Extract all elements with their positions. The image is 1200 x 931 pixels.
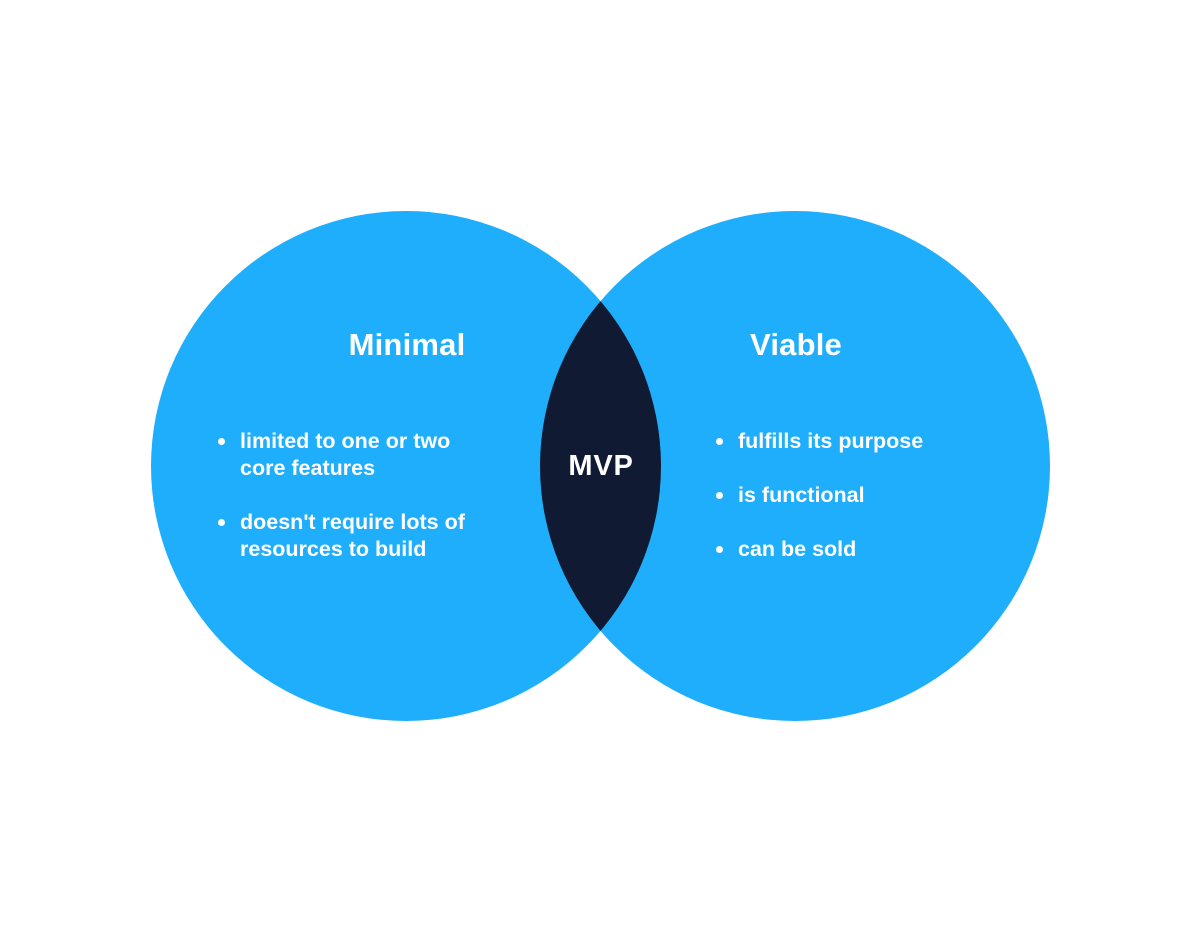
list-item: fulfills its purpose xyxy=(716,428,1006,455)
list-item-text: doesn't require lots of resources to bui… xyxy=(240,510,465,561)
bullet-dot-icon xyxy=(716,438,723,445)
list-item: limited to one or two core features xyxy=(218,428,488,482)
bullet-dot-icon xyxy=(218,438,225,445)
list-item-text: can be sold xyxy=(738,537,857,561)
list-item-text: limited to one or two core features xyxy=(240,429,451,480)
right-bullet-list: fulfills its purpose is functional can b… xyxy=(716,428,1006,563)
left-circle-title: Minimal xyxy=(348,327,466,362)
right-circle-title: Viable xyxy=(750,327,842,362)
list-item: can be sold xyxy=(716,536,1006,563)
bullet-dot-icon xyxy=(716,492,723,499)
left-bullet-list: limited to one or two core features does… xyxy=(218,428,488,563)
list-item-text: fulfills its purpose xyxy=(738,429,924,453)
right-circle xyxy=(540,211,1050,721)
bullet-dot-icon xyxy=(218,519,225,526)
left-circle xyxy=(151,211,661,721)
bullet-dot-icon xyxy=(716,546,723,553)
list-item: is functional xyxy=(716,482,1006,509)
list-item-text: is functional xyxy=(738,483,865,507)
list-item: doesn't require lots of resources to bui… xyxy=(218,509,488,563)
center-overlap-label: MVP xyxy=(568,450,634,482)
